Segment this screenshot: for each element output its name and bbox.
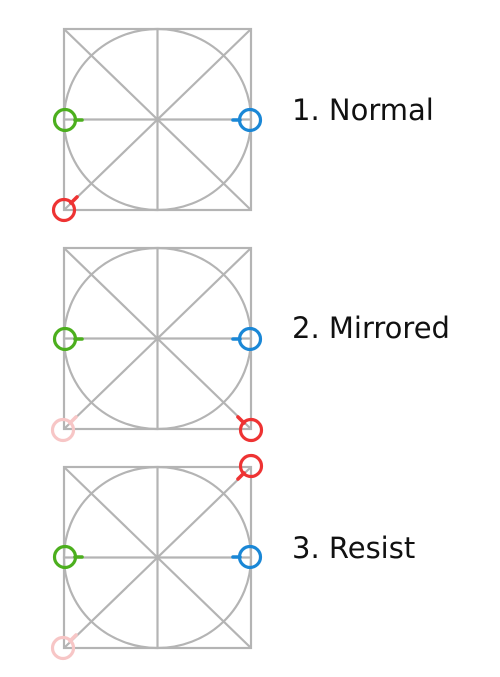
panel-mirrored: 2. Mirrored	[50, 246, 450, 443]
guide-grid	[62, 27, 253, 212]
right-handle[interactable]	[231, 326, 263, 352]
right-handle[interactable]	[231, 544, 263, 570]
left-handle[interactable]	[52, 107, 84, 133]
resist-corner-handle[interactable]	[236, 453, 264, 481]
corner-handle[interactable]	[51, 195, 79, 223]
left-handle[interactable]	[52, 544, 84, 570]
panel-normal: 1. Normal	[51, 27, 434, 223]
panel-label-mirrored: 2. Mirrored	[292, 311, 450, 345]
panel-label-resist: 3. Resist	[292, 531, 415, 565]
panel-resist: 3. Resist	[50, 453, 415, 661]
guide-grid	[62, 465, 253, 650]
guide-grid	[62, 246, 253, 431]
right-handle[interactable]	[231, 107, 263, 133]
original-corner-handle	[50, 633, 78, 661]
original-corner-handle	[50, 415, 78, 443]
left-handle[interactable]	[52, 326, 84, 352]
mirrored-corner-handle[interactable]	[236, 415, 264, 443]
panel-label-normal: 1. Normal	[292, 93, 434, 127]
